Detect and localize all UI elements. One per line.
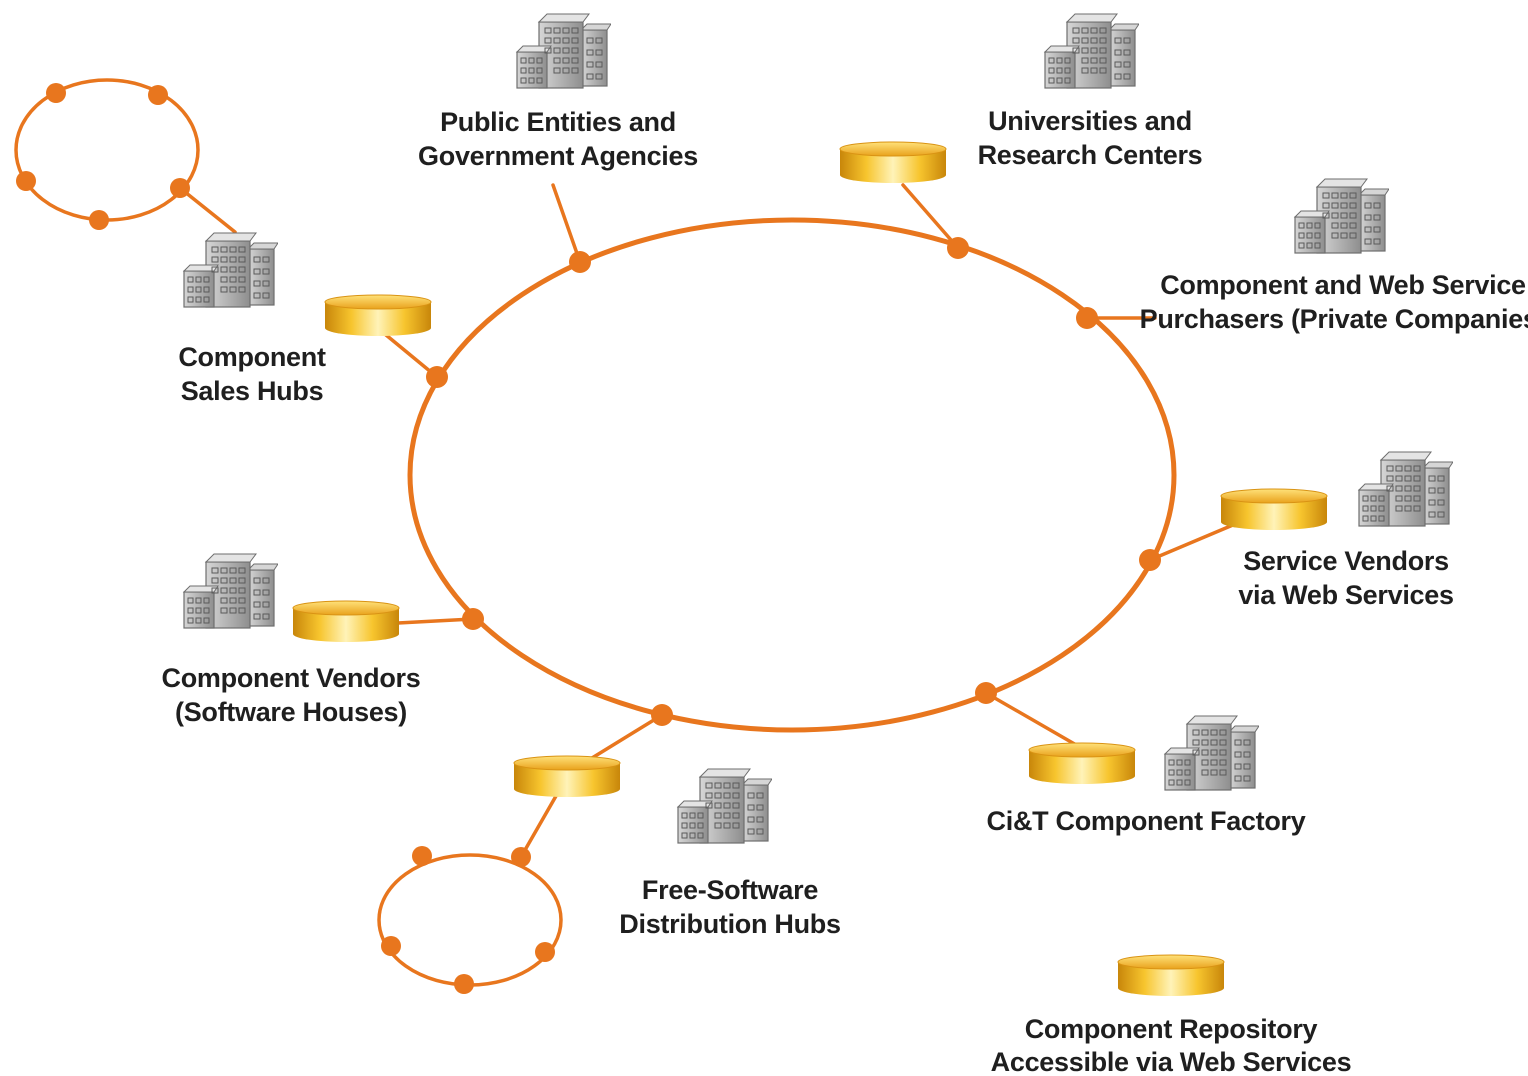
- universities-label-line1: Universities and: [988, 106, 1192, 136]
- universities-label-line2: Research Centers: [978, 140, 1203, 170]
- public-entities-label-line1: Public Entities and: [440, 107, 676, 137]
- network-node-icon: [1076, 307, 1098, 329]
- repository-disk-icon: [513, 755, 621, 798]
- repository-disk-icon: [1028, 742, 1136, 785]
- office-building-icon: [516, 13, 611, 89]
- network-node-icon: [16, 171, 36, 191]
- network-node-icon: [569, 251, 591, 273]
- repository-legend-label-line2: Accessible via Web Services: [991, 1047, 1352, 1076]
- network-node-icon: [535, 942, 555, 962]
- network-nodes: [16, 83, 1161, 994]
- sales-hubs-label-line1: Component: [178, 342, 326, 372]
- purchasers-label-line1: Component and Web Service: [1160, 270, 1526, 300]
- office-building-icon: [183, 553, 278, 629]
- purchasers-label-line2: Purchasers (Private Companies): [1140, 304, 1528, 334]
- factory-label: Ci&T Component Factory: [987, 806, 1306, 836]
- connector-lines: [178, 183, 1242, 859]
- main-network-ring: [407, 217, 1177, 733]
- service-vendors-label-line1: Service Vendors: [1243, 546, 1449, 576]
- component-vendors-label-line2: (Software Houses): [175, 697, 407, 727]
- network-node-icon: [46, 83, 66, 103]
- repository-disk-icon: [292, 600, 400, 643]
- link-free-software: [590, 713, 664, 760]
- component-vendors-label-line1: Component Vendors: [162, 663, 421, 693]
- office-building-icon: [1294, 178, 1389, 254]
- network-node-icon: [170, 178, 190, 198]
- link-service-vendors: [1148, 520, 1242, 562]
- free-software-label-line2: Distribution Hubs: [619, 909, 840, 939]
- repository-disk-icon: [1117, 954, 1225, 997]
- link-factory: [984, 691, 1080, 748]
- link-free-software-ring: [519, 794, 558, 859]
- network-node-icon: [426, 366, 448, 388]
- network-node-icon: [511, 847, 531, 867]
- repository-disk-icon: [1220, 488, 1328, 531]
- free-software-label-line1: Free-Software: [642, 875, 818, 905]
- link-sales-hubs: [378, 328, 439, 379]
- link-universities: [901, 183, 960, 250]
- repository-disk-icon: [839, 141, 947, 184]
- office-building-icon: [183, 232, 278, 308]
- free-software-subnetwork-ring: [377, 853, 563, 987]
- network-node-icon: [381, 936, 401, 956]
- network-node-icon: [975, 682, 997, 704]
- network-node-icon: [1139, 549, 1161, 571]
- link-public-entities: [551, 183, 582, 264]
- network-node-icon: [651, 704, 673, 726]
- network-node-icon: [454, 974, 474, 994]
- network-node-icon: [89, 210, 109, 230]
- office-building-icon: [677, 768, 772, 844]
- repository-legend-label-line1: Component Repository: [1025, 1014, 1318, 1044]
- service-vendors-label-line2: via Web Services: [1238, 580, 1453, 610]
- sales-hub-subnetwork-ring: [14, 78, 200, 222]
- office-building-icon: [1044, 13, 1139, 89]
- office-building-icon: [1164, 715, 1259, 791]
- link-component-vendors: [396, 617, 475, 625]
- network-node-icon: [412, 846, 432, 866]
- office-building-icon: [1358, 451, 1453, 527]
- repository-disk-icon: [324, 294, 432, 337]
- network-node-icon: [148, 85, 168, 105]
- sales-hubs-label-line2: Sales Hubs: [181, 376, 324, 406]
- link-sales-hub-ring: [178, 186, 237, 234]
- network-node-icon: [462, 608, 484, 630]
- labels: Public Entities and Government Agencies …: [162, 106, 1528, 1076]
- network-node-icon: [947, 237, 969, 259]
- public-entities-label-line2: Government Agencies: [418, 141, 698, 171]
